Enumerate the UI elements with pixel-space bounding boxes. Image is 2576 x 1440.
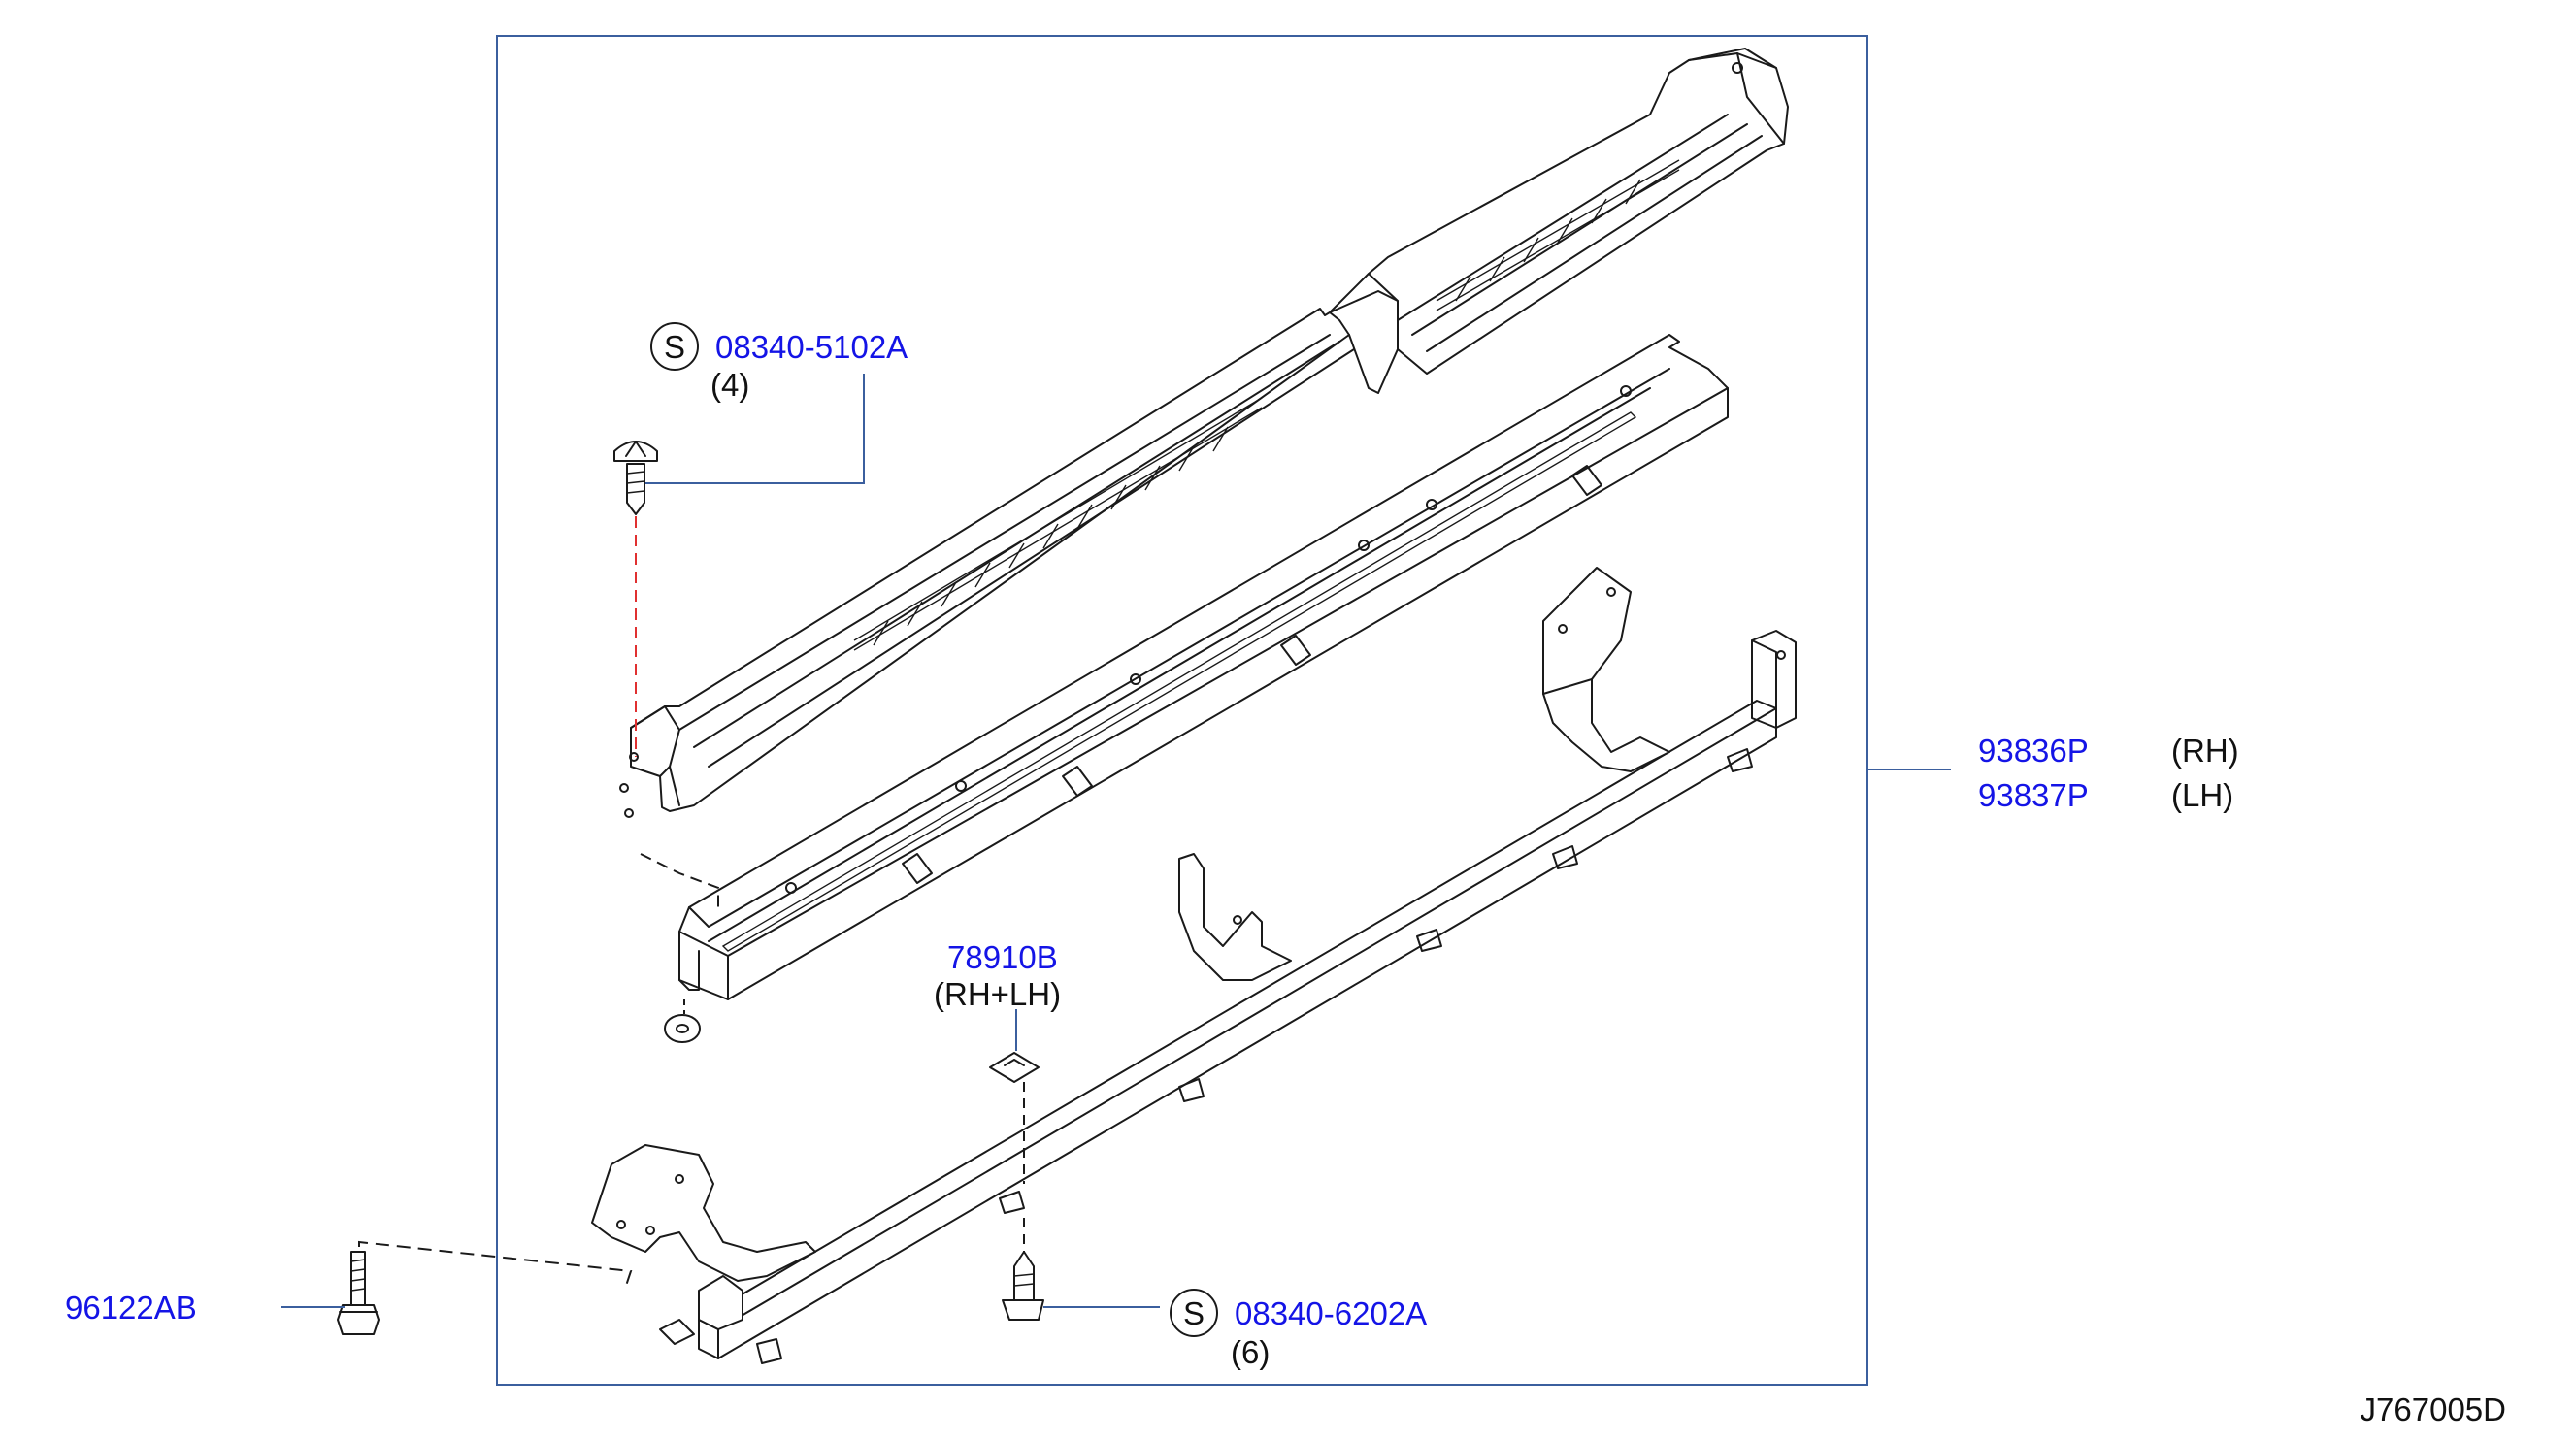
screw-bottom-drawing [1002, 1251, 1044, 1321]
leader-screw-top [645, 374, 865, 484]
screw-top-drawing [613, 441, 658, 515]
part-number-08340-5102A[interactable]: 08340-5102A [715, 329, 908, 365]
qty-screw-top: (4) [710, 367, 749, 403]
s-symbol-bottom [1170, 1289, 1218, 1337]
clip-drawing [989, 1052, 1040, 1083]
rail-guide [640, 853, 719, 912]
part-number-93836P[interactable]: 93836P [1978, 733, 2089, 769]
s-symbol-bottom-label: S [1183, 1295, 1205, 1331]
bracket-frame-drawing [591, 567, 1797, 1364]
part-number-96122AB[interactable]: 96122AB [65, 1290, 197, 1325]
part-number-93837P[interactable]: 93837P [1978, 777, 2089, 813]
qty-screw-bottom: (6) [1231, 1334, 1270, 1370]
side-lh: (LH) [2171, 777, 2233, 813]
assembly-frame [496, 35, 1868, 1386]
washer-drawing [664, 1014, 701, 1043]
step-board-drawing [619, 48, 1789, 818]
part-number-08340-6202A[interactable]: 08340-6202A [1235, 1295, 1427, 1331]
bolt-guide [358, 1240, 633, 1287]
s-symbol-top [650, 322, 699, 371]
mounting-rail-drawing [678, 334, 1729, 1000]
side-rh: (RH) [2171, 733, 2239, 769]
bolt-drawing [337, 1251, 380, 1335]
s-symbol-top-label: S [664, 329, 685, 365]
part-number-78910B[interactable]: 78910B [947, 939, 1058, 975]
diagram-code: J767005D [2361, 1391, 2506, 1427]
clip-side-note: (RH+LH) [934, 976, 1061, 1012]
